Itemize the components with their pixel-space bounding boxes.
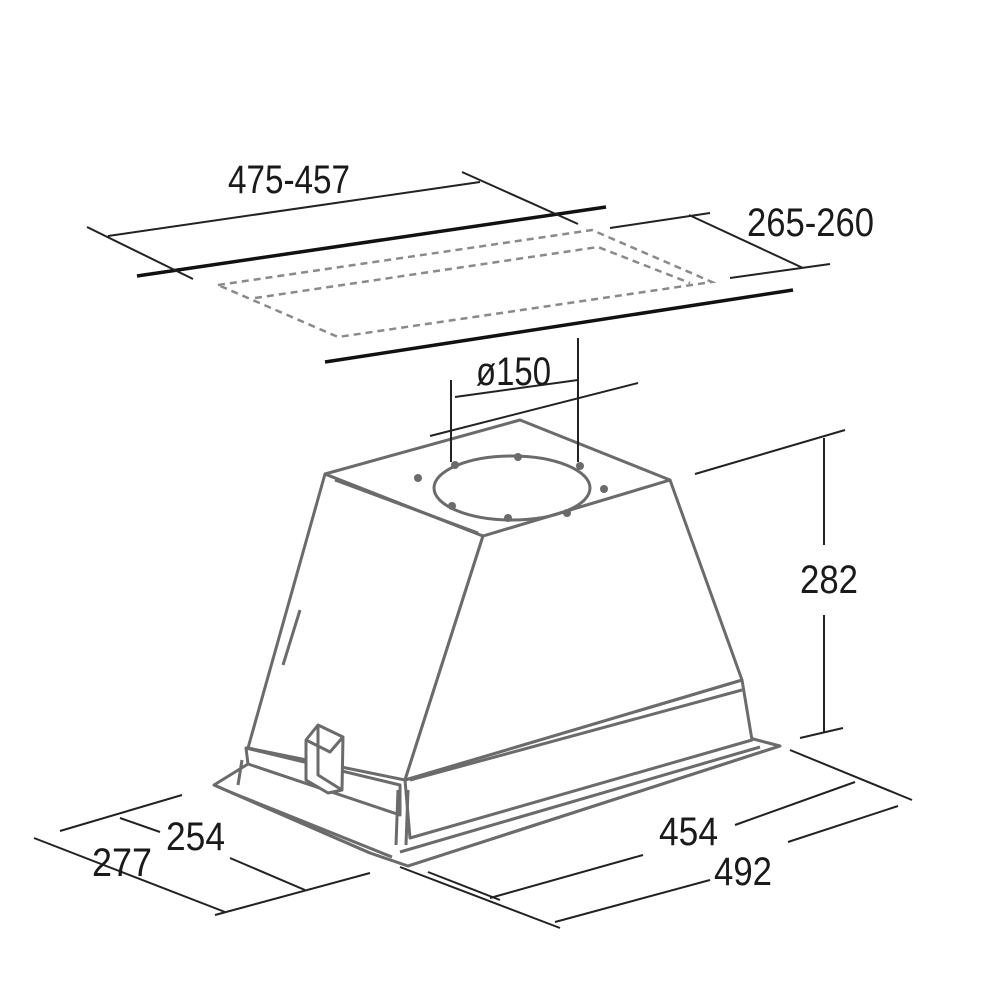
length-dimensions: 454 492 xyxy=(399,749,913,929)
hood-body xyxy=(212,418,782,868)
depth-dimensions: 254 277 xyxy=(33,794,371,916)
duct-outlet xyxy=(432,454,592,522)
body-length-label: 454 xyxy=(659,810,718,854)
cutout-width-label: 265-260 xyxy=(747,201,874,245)
ceiling-cutout xyxy=(136,205,794,364)
cutout-length-dimension: 475-457 xyxy=(86,158,579,280)
body-depth-label: 254 xyxy=(166,815,225,859)
cutout-width-dimension: 265-260 xyxy=(609,201,874,279)
frame-depth-label: 277 xyxy=(92,841,152,885)
duct-diameter-label: ø150 xyxy=(476,350,551,394)
cutout-length-label: 475-457 xyxy=(228,158,350,202)
duct-diameter-dimension: ø150 xyxy=(429,338,639,462)
height-dimension: 282 xyxy=(694,429,858,739)
side-latch xyxy=(304,723,345,795)
frame-length-label: 492 xyxy=(714,850,772,894)
height-label: 282 xyxy=(800,558,858,602)
